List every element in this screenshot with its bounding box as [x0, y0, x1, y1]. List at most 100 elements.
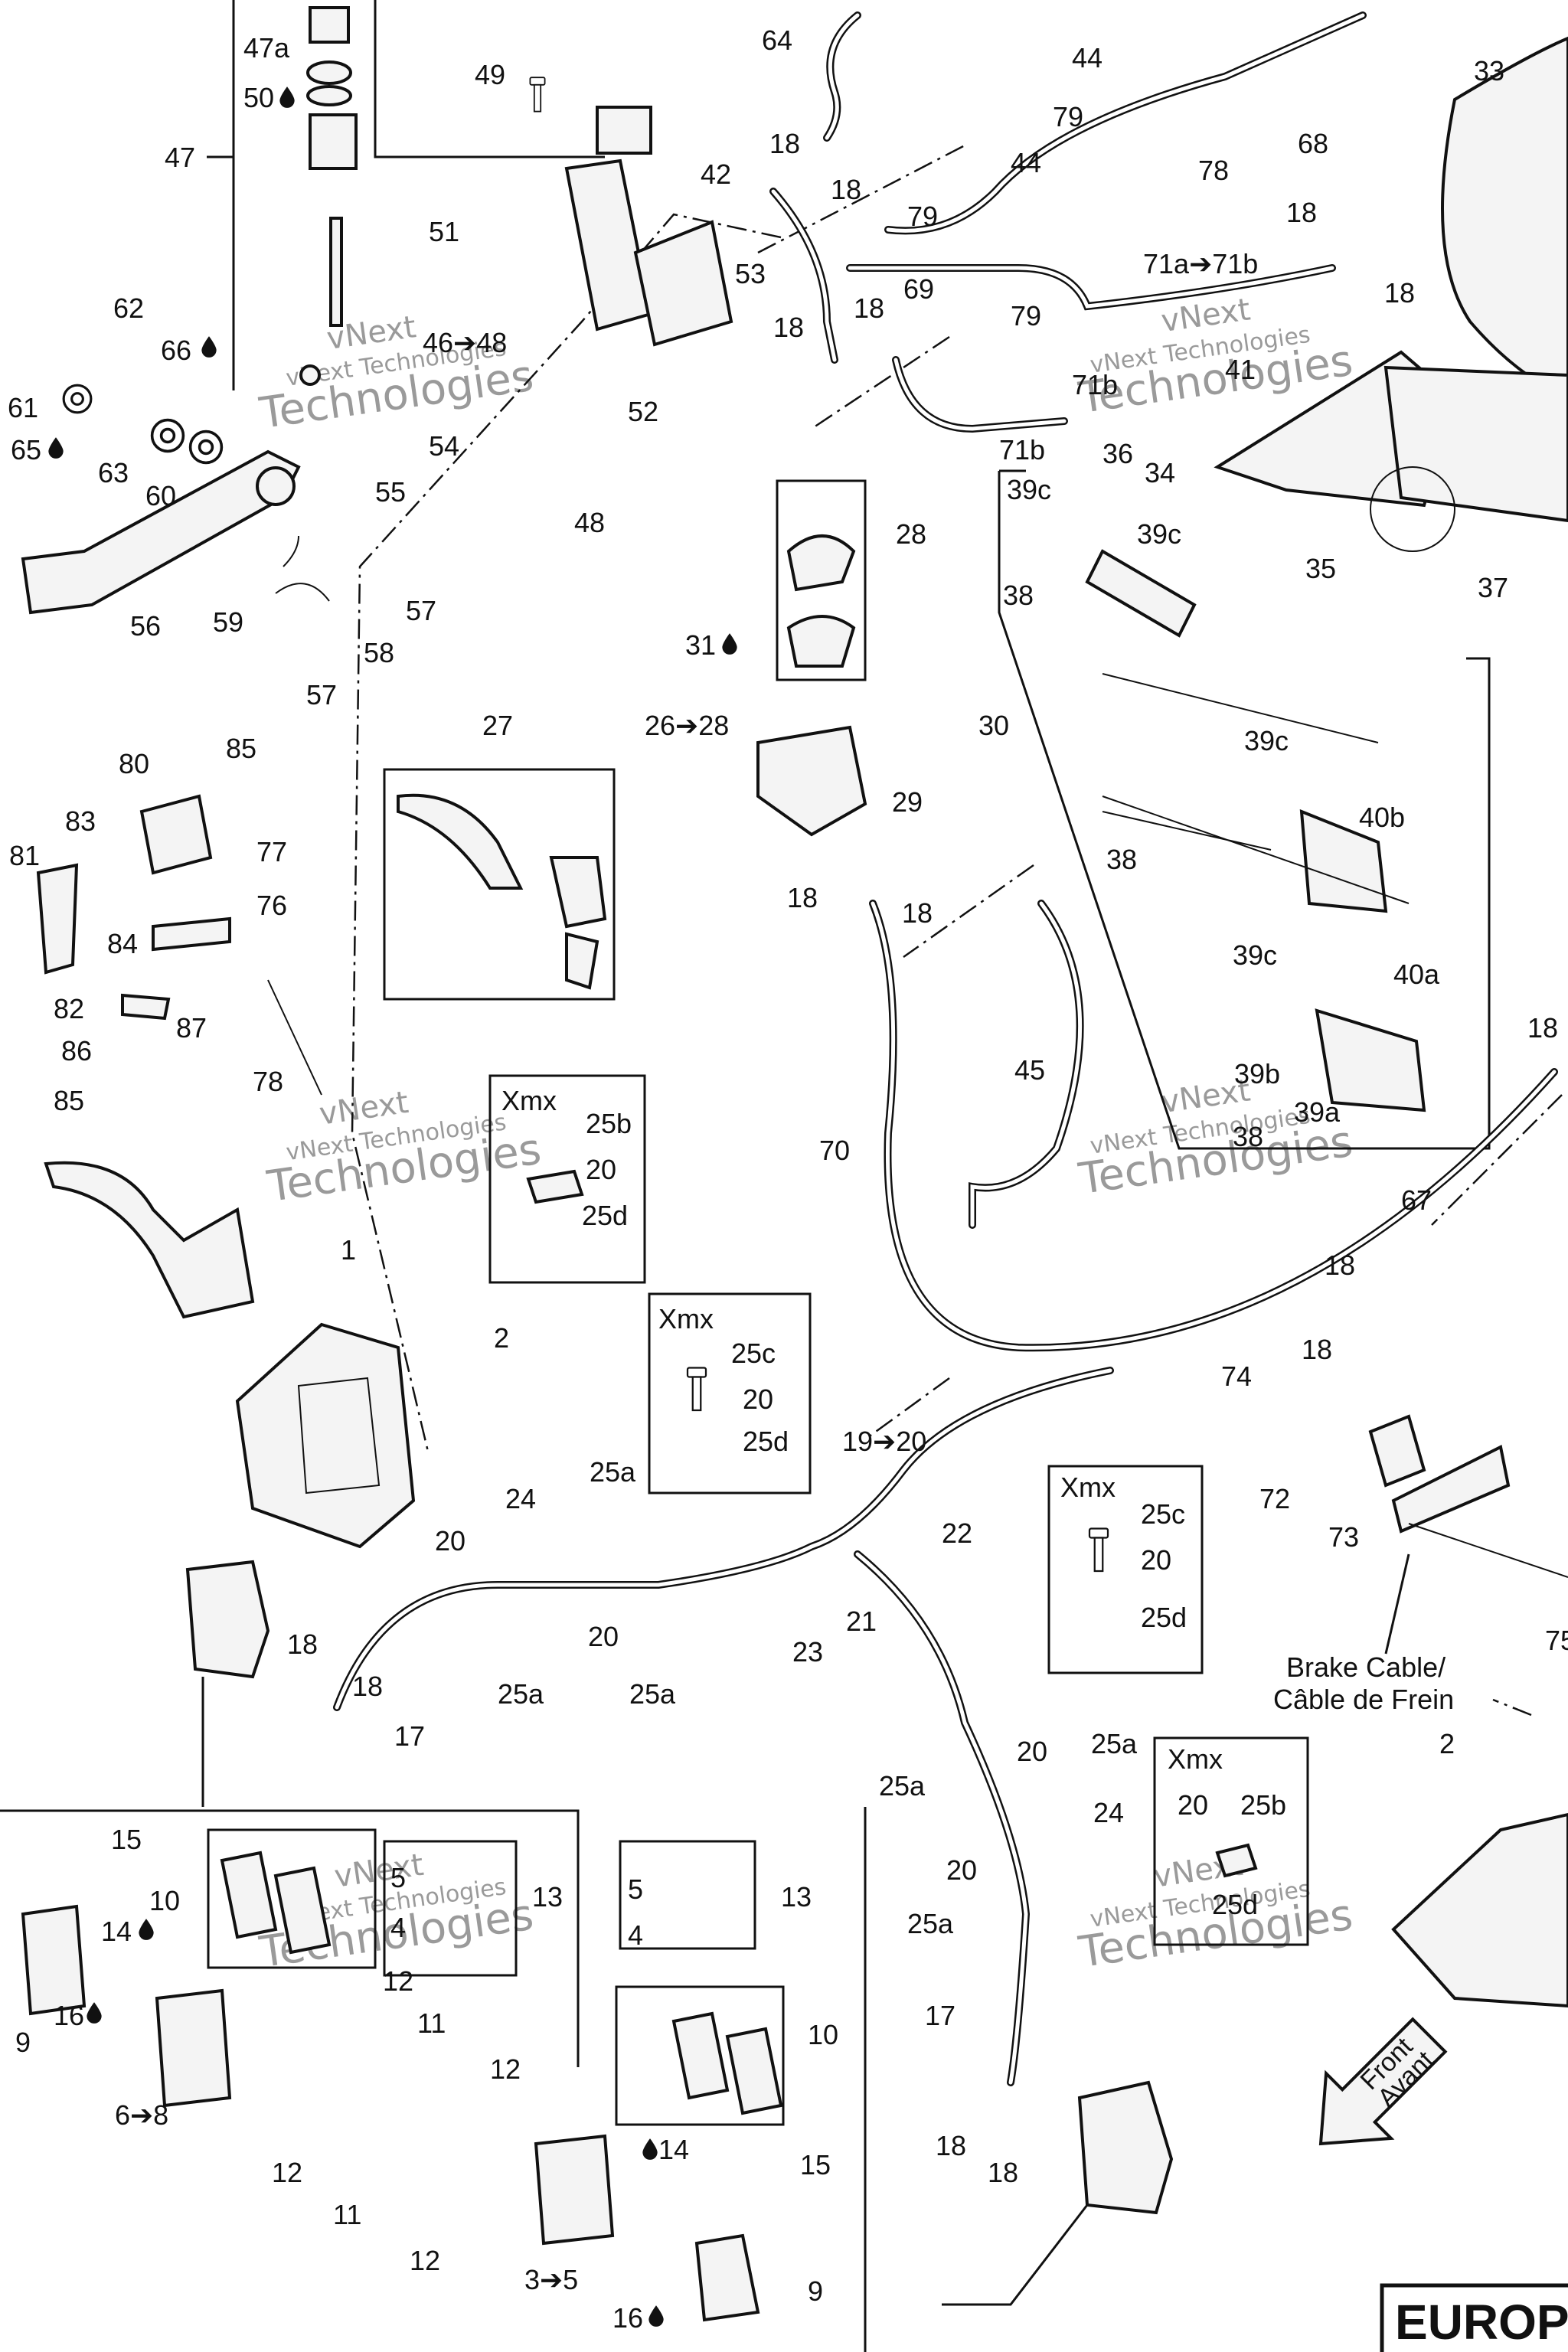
hand-lever-group: 27 28 31 26➔28 30 29 18 18 — [383, 479, 1009, 1001]
label-25ad: 25a — [1091, 1728, 1138, 1759]
label-18h: 18 — [902, 897, 933, 929]
label-20b: 20 — [743, 1383, 773, 1415]
label-40b: 40b — [1359, 802, 1405, 833]
label-18n: 18 — [1325, 1250, 1355, 1281]
label-41: 41 — [1225, 354, 1256, 385]
label-46: 46➔48 — [423, 327, 507, 358]
label-81: 81 — [9, 840, 40, 871]
label-18l: 18 — [936, 2130, 966, 2161]
label-85b: 85 — [54, 1085, 84, 1116]
label-5b: 5 — [628, 1873, 643, 1905]
label-1: 1 — [341, 1234, 356, 1266]
label-2b: 2 — [1439, 1728, 1455, 1759]
hose-group-top: 64 18 18 42 79 18 18 69 44 79 44 79 78 7… — [701, 11, 1415, 466]
front-left-caliper: 18 18 17 — [0, 1560, 580, 2067]
label-19: 19➔20 — [842, 1426, 926, 1457]
label-86: 86 — [61, 1035, 92, 1067]
label-77: 77 — [256, 836, 287, 867]
label-5a: 5 — [390, 1862, 406, 1893]
label-25cb: 25c — [1141, 1498, 1185, 1530]
brake-disc — [1441, 36, 1568, 400]
label-36: 36 — [1102, 438, 1133, 469]
label-24a: 24 — [505, 1483, 536, 1514]
label-3: 3➔5 — [524, 2264, 578, 2295]
front-direction-arrow: Front Avant — [1318, 2017, 1448, 2146]
label-40a: 40a — [1393, 959, 1440, 990]
label-55: 55 — [375, 476, 406, 508]
watermark: vNext vNext Technologies Technologies — [1075, 292, 1355, 423]
master-cylinder-49: 49 51 53 46➔48 52 48 54 55 — [375, 59, 766, 538]
label-29: 29 — [892, 786, 923, 818]
sealant-icon — [201, 336, 217, 358]
label-4b: 4 — [628, 1919, 643, 1951]
label-73: 73 — [1328, 1521, 1359, 1553]
label-39cb: 39c — [1137, 518, 1181, 550]
label-38a: 38 — [1003, 580, 1034, 611]
brake-cable-line1: Brake Cable/ — [1286, 1651, 1446, 1683]
label-11a: 11 — [417, 2007, 446, 2039]
hose-clamp — [299, 364, 321, 386]
label-71b: 71b — [999, 434, 1045, 466]
label-78b: 78 — [253, 1066, 283, 1097]
label-79b: 79 — [1011, 300, 1041, 332]
label-64: 64 — [762, 24, 792, 56]
label-13a: 13 — [532, 1881, 563, 1913]
label-35: 35 — [1305, 553, 1336, 584]
label-18o: 18 — [1302, 1334, 1332, 1365]
label-56: 56 — [130, 610, 161, 642]
label-9b: 9 — [808, 2275, 823, 2307]
label-20d: 20 — [1178, 1789, 1208, 1821]
label-20h: 20 — [946, 1854, 977, 1886]
rear-caliper — [1383, 365, 1568, 523]
sealant-icon — [722, 633, 737, 655]
label-25bb: 25b — [1240, 1789, 1286, 1821]
label-82: 82 — [54, 993, 84, 1024]
label-24b: 24 — [1093, 1797, 1124, 1828]
watermark: vNext vNext Technologies Technologies — [1075, 1073, 1355, 1204]
xmx-box-2: Xmx 25c 20 25d — [648, 1292, 812, 1494]
reservoir-body — [309, 113, 358, 170]
label-12d: 12 — [410, 2245, 440, 2276]
label-2a: 2 — [494, 1322, 509, 1354]
gasket-left: 1 2 — [235, 1234, 509, 1549]
watermark: vNext vNext Technologies Technologies — [256, 309, 536, 439]
label-74: 74 — [1221, 1361, 1252, 1392]
gasket-right: 2 — [1391, 1728, 1568, 2008]
rear-brake-disc-group: 33 36 34 35 37 — [1102, 36, 1568, 603]
label-18m: 18 — [988, 2157, 1018, 2188]
label-16a: 16 — [54, 2000, 84, 2031]
xmx-box-1: Xmx 25b 20 25d — [488, 1074, 646, 1284]
label-45: 45 — [1014, 1054, 1045, 1086]
label-65: 65 — [11, 434, 41, 466]
brake-linkage-group: 67 18 18 74 72 73 75 Brake Cable/ Câble … — [1221, 1184, 1568, 1715]
label-12a: 12 — [383, 1965, 413, 1997]
label-70: 70 — [819, 1135, 850, 1166]
front-right-caliper: 17 18 18 — [925, 2000, 1174, 2306]
front-master-cylinder — [756, 725, 867, 837]
label-59: 59 — [213, 606, 243, 638]
label-71c: 71b — [1072, 369, 1118, 400]
region-tag-text: EUROPE — [1395, 2295, 1568, 2350]
label-47: 47 — [165, 142, 195, 173]
sealant-icon — [139, 1919, 154, 1940]
caliper-box — [998, 471, 1491, 1150]
label-25ca: 25c — [731, 1338, 776, 1369]
label-39ca: 39c — [1007, 474, 1051, 505]
xmx-box-4: Xmx 20 25b 25d — [1153, 1736, 1309, 1946]
label-78a: 78 — [1198, 155, 1229, 186]
label-66: 66 — [161, 335, 191, 366]
label-15a: 15 — [111, 1824, 142, 1855]
label-9a: 9 — [15, 2027, 31, 2058]
xmx-box-3: Xmx 25c 20 25d — [1047, 1465, 1204, 1674]
centre-pad-box: 5 4 13 10 15 14 3➔5 16 9 — [524, 1807, 867, 2352]
label-18e: 18 — [1286, 197, 1317, 228]
label-28: 28 — [896, 518, 926, 550]
label-10b: 10 — [808, 2019, 838, 2050]
label-13b: 13 — [781, 1881, 812, 1913]
label-69: 69 — [903, 273, 934, 305]
label-30: 30 — [978, 710, 1009, 741]
label-17a: 17 — [394, 1720, 425, 1752]
label-38b: 38 — [1106, 844, 1137, 875]
label-4a: 4 — [390, 1912, 406, 1943]
label-79a: 79 — [907, 201, 938, 232]
